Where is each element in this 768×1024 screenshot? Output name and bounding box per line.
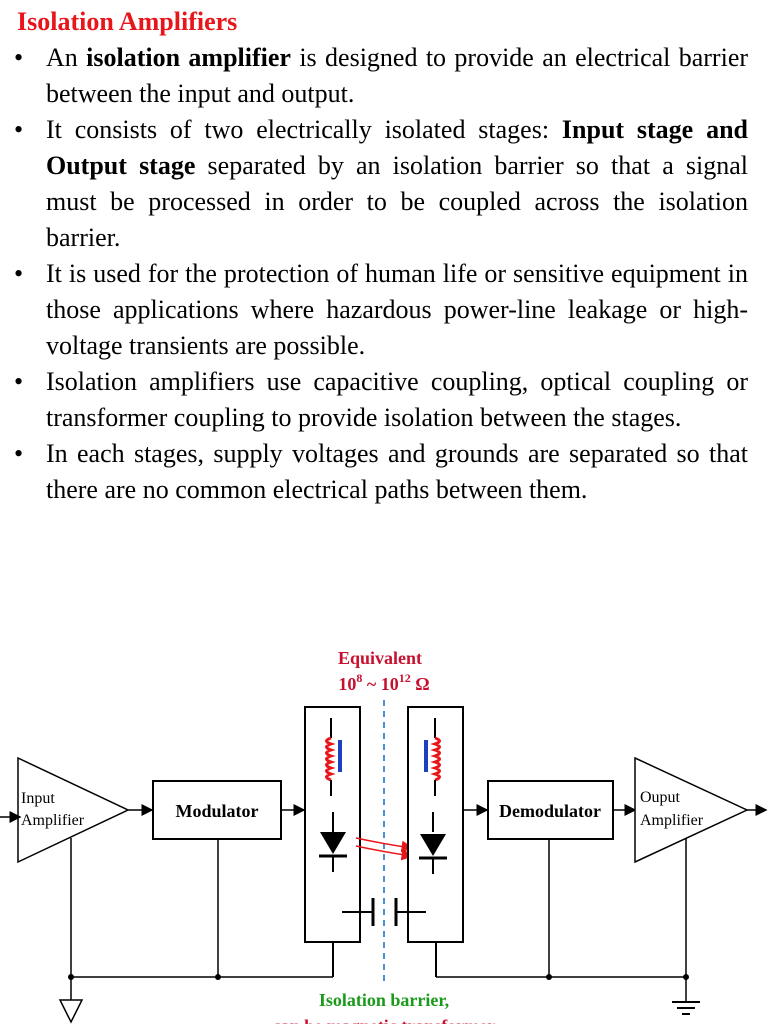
bullet-item: • Isolation amplifiers use capacitive cou…	[0, 364, 768, 436]
isolation-barrier-label: Isolation barrier,	[319, 990, 449, 1010]
modulator-label: Modulator	[176, 801, 259, 821]
demodulator-label: Demodulator	[499, 801, 601, 821]
isolation-stage-output	[394, 706, 464, 977]
bullet-item: • It consists of two electrically isolate…	[0, 112, 768, 256]
isolation-barrier-sublabel: can be magnetic transformer	[273, 1016, 495, 1024]
bullet-item: • It is used for the protection of human …	[0, 256, 768, 364]
output-amplifier: Ouput Amplifier	[634, 756, 768, 864]
output-amplifier-label: Ouput	[640, 789, 681, 806]
isolation-stage-input	[304, 706, 375, 977]
bullet-text: An	[46, 43, 87, 72]
bullet-bold-text: Input stage and Output stage	[46, 115, 748, 180]
bullet-text: It is used for the protection of human l…	[46, 259, 748, 360]
input-ground-bus	[58, 838, 333, 1024]
bullet-item: • In each stages, supply voltages and gro…	[0, 436, 768, 508]
bullet-list: • An isolation amplifier is designed to p…	[0, 40, 768, 508]
output-ground-bus	[436, 838, 700, 1015]
bullet-text: is designed to provide an electrical bar…	[46, 43, 749, 108]
slide-title: Isolation Amplifiers	[17, 7, 238, 36]
bullet-dot: •	[14, 439, 24, 468]
earth-ground-icon	[672, 1001, 700, 1015]
bullet-text: Isolation amplifiers use capacitive coup…	[46, 367, 748, 432]
output-amplifier-label: Amplifier	[640, 812, 704, 829]
modulator-block: Modulator	[152, 780, 282, 840]
input-amplifier-label: Input	[21, 790, 55, 807]
input-amplifier: Input Amplifier	[0, 756, 130, 864]
demodulator-block: Demodulator	[487, 780, 614, 840]
bullet-text: separated by an isolation barrier so tha…	[46, 151, 748, 252]
bullet-text: It consists of two electrically isolated…	[46, 115, 562, 144]
transformer-coil-icon	[424, 736, 441, 782]
equivalent-label: Equivalent	[338, 648, 422, 668]
bullet-dot: •	[14, 115, 24, 144]
bullet-text: In each stages, supply voltages and grou…	[46, 439, 748, 504]
bullet-bold-text: isolation amplifier	[86, 43, 291, 72]
equivalent-resistance: 108 ~ 1012 Ω	[338, 671, 429, 694]
bullet-item: • An isolation amplifier is designed to p…	[0, 40, 768, 112]
transformer-coil-icon	[325, 736, 342, 782]
ground-symbol-icon	[58, 999, 84, 1024]
bullet-dot: •	[14, 43, 24, 72]
bullet-dot: •	[14, 259, 24, 288]
input-amplifier-label: Amplifier	[21, 812, 85, 829]
bullet-dot: •	[14, 367, 24, 396]
